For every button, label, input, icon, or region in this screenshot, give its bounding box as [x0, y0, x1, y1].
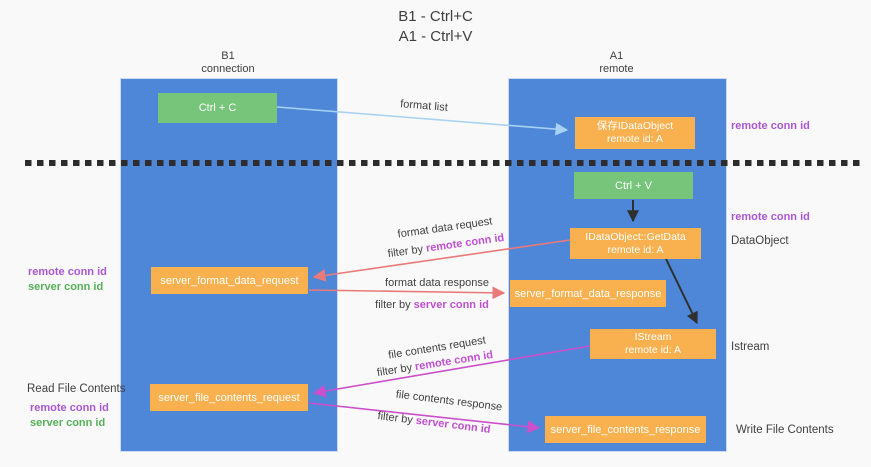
server-file-contents-request-label: server_file_contents_request [158, 391, 300, 404]
node-server-format-data-request: server_format_data_request [151, 267, 308, 294]
lane-header-a1: A1 remote [508, 50, 725, 76]
dataobject-label: DataObject [731, 235, 789, 247]
remote-conn-id-label-left-file: remote conn id [30, 402, 109, 414]
istream-line2: remote id: A [624, 344, 682, 356]
read-file-contents-label: Read File Contents [27, 383, 126, 395]
remote-conn-id-label-mid-right: remote conn id [731, 211, 810, 223]
title-line-2: A1 - Ctrl+V [398, 28, 473, 45]
lane-b1-name: B1 [221, 50, 235, 62]
lane-b1-sub: connection [201, 63, 255, 75]
node-ctrl-c: Ctrl + C [158, 93, 277, 123]
server-conn-id-keyword: server conn id [413, 299, 489, 311]
format-data-request-arrow [312, 239, 571, 282]
format-list-arrow [276, 106, 569, 136]
write-file-contents-label: Write File Contents [736, 424, 834, 436]
node-ctrl-v: Ctrl + V [574, 172, 693, 199]
save-idataobject-line2: remote id: A [606, 133, 664, 145]
remote-conn-id-label-left-format: remote conn id [28, 266, 107, 278]
file-contents-response-arrow [308, 402, 541, 434]
getdata-line2: remote id: A [607, 243, 664, 256]
server-conn-id-label-left-file: server conn id [30, 417, 106, 429]
file-contents-request-arrow [312, 345, 591, 398]
save-idataobject-line1: 保存IDataObject [596, 120, 674, 132]
title-line-1: B1 - Ctrl+C [398, 8, 473, 25]
getdata-line1: IDataObject::GetData [585, 230, 686, 243]
server-conn-id-label-left-format: server conn id [28, 281, 104, 293]
lane-a1-name: A1 [609, 50, 624, 62]
node-save-idataobject: 保存IDataObject remote id: A [575, 117, 695, 149]
format-data-response-filter-label: filter by server conn id [375, 299, 489, 311]
format-data-response-arrow [308, 286, 506, 300]
lane-a1-sub: remote [599, 63, 634, 75]
node-server-file-contents-request: server_file_contents_request [150, 384, 308, 411]
server-format-data-response-label: server_format_data_response [514, 287, 662, 300]
diagram-title: B1 - Ctrl+C A1 - Ctrl+V [0, 7, 871, 47]
ctrl-v-label: Ctrl + V [615, 179, 652, 192]
istream-line1: IStream [634, 331, 672, 343]
server-format-data-request-label: server_format_data_request [160, 274, 299, 287]
node-istream: IStream remote id: A [590, 329, 716, 359]
server-file-contents-response-label: server_file_contents_response [550, 423, 701, 436]
node-server-file-contents-response: server_file_contents_response [545, 416, 706, 443]
remote-conn-id-label-top-right: remote conn id [731, 120, 810, 132]
lane-header-b1: B1 connection [120, 50, 336, 76]
getdata-to-istream-arrow [665, 258, 698, 325]
istream-side-label: Istream [731, 341, 770, 353]
filter-by-text: filter by [375, 299, 414, 311]
node-idataobject-getdata: IDataObject::GetData remote id: A [570, 228, 701, 259]
node-server-format-data-response: server_format_data_response [510, 280, 666, 307]
format-data-response-label: format data response [385, 277, 489, 289]
ctrl-c-label: Ctrl + C [198, 102, 237, 114]
